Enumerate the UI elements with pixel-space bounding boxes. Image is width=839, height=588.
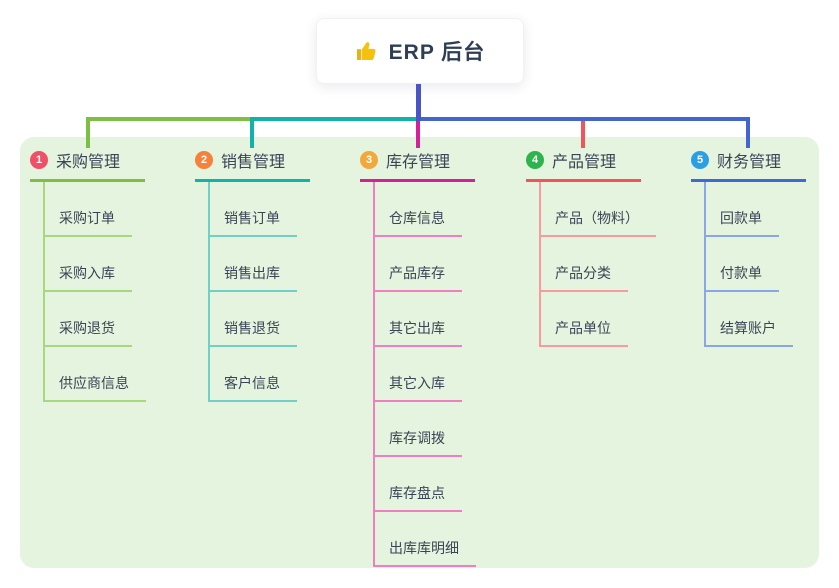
child-label: 付款单 bbox=[706, 263, 779, 292]
child-label: 库存盘点 bbox=[375, 483, 462, 512]
connector-branch2-horizontal bbox=[250, 117, 420, 121]
branch-title-label: 采购管理 bbox=[56, 154, 121, 171]
child-node[interactable]: 采购入库 bbox=[45, 237, 146, 292]
branch-title-label: 产品管理 bbox=[552, 154, 617, 171]
branch-number-badge: 3 bbox=[360, 151, 378, 169]
branch-children: 产品（物料） 产品分类 产品单位 bbox=[539, 182, 656, 347]
child-label: 其它入库 bbox=[375, 373, 462, 402]
branch-title-inventory[interactable]: 3 库存管理 bbox=[360, 148, 475, 182]
branch-finance: 5 财务管理 回款单 付款单 结算账户 bbox=[691, 148, 806, 347]
root-label: ERP 后台 bbox=[388, 41, 486, 64]
child-label: 产品库存 bbox=[375, 263, 462, 292]
branch-number-badge: 1 bbox=[30, 151, 48, 169]
child-node[interactable]: 销售订单 bbox=[210, 182, 310, 237]
child-node[interactable]: 产品分类 bbox=[541, 237, 656, 292]
connector-branch1-drop bbox=[86, 117, 90, 148]
branch-title-label: 销售管理 bbox=[221, 154, 286, 171]
child-node[interactable]: 供应商信息 bbox=[45, 347, 146, 402]
branch-title-sales[interactable]: 2 销售管理 bbox=[195, 148, 310, 182]
child-node[interactable]: 其它入库 bbox=[375, 347, 476, 402]
connector-branch5-horizontal bbox=[416, 117, 750, 121]
branch-children: 仓库信息 产品库存 其它出库 其它入库 库存调拨 库存盘点 出库库明细 bbox=[373, 182, 476, 567]
branch-number-badge: 5 bbox=[691, 151, 709, 169]
connector-branch2-drop bbox=[250, 117, 254, 148]
connector-root-stem bbox=[416, 84, 421, 121]
connector-branch1-horizontal bbox=[86, 117, 254, 121]
branch-children: 采购订单 采购入库 采购退货 供应商信息 bbox=[43, 182, 146, 402]
branch-title-label: 库存管理 bbox=[386, 154, 451, 171]
branches-panel bbox=[20, 137, 819, 568]
child-node[interactable]: 产品（物料） bbox=[541, 182, 656, 237]
child-node[interactable]: 结算账户 bbox=[706, 292, 806, 347]
branch-purchase: 1 采购管理 采购订单 采购入库 采购退货 供应商信息 bbox=[30, 148, 146, 402]
child-node[interactable]: 销售退货 bbox=[210, 292, 310, 347]
child-label: 出库库明细 bbox=[375, 538, 476, 567]
child-node[interactable]: 回款单 bbox=[706, 182, 806, 237]
child-node[interactable]: 客户信息 bbox=[210, 347, 310, 402]
child-label: 销售退货 bbox=[210, 318, 297, 347]
connector-branch4-drop bbox=[581, 121, 585, 148]
branch-inventory: 3 库存管理 仓库信息 产品库存 其它出库 其它入库 库存调拨 库存盘点 出库库… bbox=[360, 148, 476, 567]
child-node[interactable]: 采购退货 bbox=[45, 292, 146, 347]
child-node[interactable]: 出库库明细 bbox=[375, 512, 476, 567]
child-node[interactable]: 库存盘点 bbox=[375, 457, 476, 512]
branch-title-product[interactable]: 4 产品管理 bbox=[526, 148, 641, 182]
child-label: 客户信息 bbox=[210, 373, 297, 402]
branch-number-badge: 4 bbox=[526, 151, 544, 169]
branch-children: 销售订单 销售出库 销售退货 客户信息 bbox=[208, 182, 310, 402]
branch-title-label: 财务管理 bbox=[717, 154, 782, 171]
child-node[interactable]: 产品库存 bbox=[375, 237, 476, 292]
child-label: 销售出库 bbox=[210, 263, 297, 292]
child-node[interactable]: 产品单位 bbox=[541, 292, 656, 347]
child-label: 结算账户 bbox=[706, 318, 793, 347]
branch-sales: 2 销售管理 销售订单 销售出库 销售退货 客户信息 bbox=[195, 148, 310, 402]
child-label: 采购退货 bbox=[45, 318, 132, 347]
branch-children: 回款单 付款单 结算账户 bbox=[704, 182, 806, 347]
child-node[interactable]: 销售出库 bbox=[210, 237, 310, 292]
child-label: 供应商信息 bbox=[45, 373, 146, 402]
branch-product: 4 产品管理 产品（物料） 产品分类 产品单位 bbox=[526, 148, 656, 347]
branch-title-finance[interactable]: 5 财务管理 bbox=[691, 148, 806, 182]
child-label: 回款单 bbox=[706, 208, 779, 237]
child-node[interactable]: 采购订单 bbox=[45, 182, 146, 237]
branch-number-badge: 2 bbox=[195, 151, 213, 169]
child-label: 库存调拨 bbox=[375, 428, 462, 457]
child-label: 产品单位 bbox=[541, 318, 628, 347]
child-label: 采购订单 bbox=[45, 208, 132, 237]
branch-title-purchase[interactable]: 1 采购管理 bbox=[30, 148, 145, 182]
connector-branch5-drop bbox=[746, 117, 750, 148]
child-label: 销售订单 bbox=[210, 208, 297, 237]
root-node[interactable]: ERP 后台 bbox=[316, 18, 524, 84]
thumbs-up-icon bbox=[355, 39, 379, 63]
child-label: 其它出库 bbox=[375, 318, 462, 347]
child-label: 产品分类 bbox=[541, 263, 628, 292]
child-node[interactable]: 仓库信息 bbox=[375, 182, 476, 237]
child-label: 采购入库 bbox=[45, 263, 132, 292]
child-node[interactable]: 付款单 bbox=[706, 237, 806, 292]
connector-branch3-drop bbox=[416, 121, 420, 148]
child-node[interactable]: 库存调拨 bbox=[375, 402, 476, 457]
child-label: 仓库信息 bbox=[375, 208, 462, 237]
child-node[interactable]: 其它出库 bbox=[375, 292, 476, 347]
child-label: 产品（物料） bbox=[541, 208, 656, 237]
